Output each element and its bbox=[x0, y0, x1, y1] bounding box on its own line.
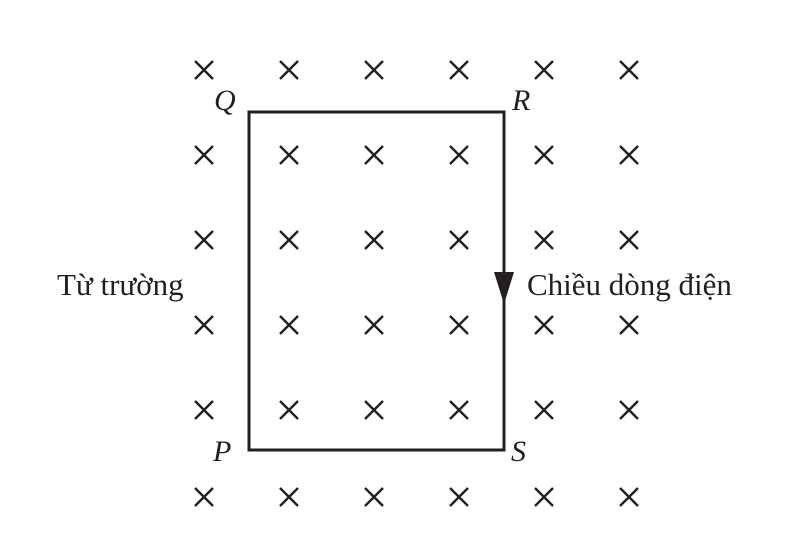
field-cross-icon bbox=[194, 230, 214, 250]
corner-label-s: S bbox=[511, 435, 526, 468]
field-cross-icon bbox=[449, 400, 469, 420]
field-cross-icon bbox=[534, 145, 554, 165]
field-cross-icon bbox=[619, 315, 639, 335]
field-cross-icon bbox=[279, 487, 299, 507]
corner-label-r: R bbox=[511, 84, 530, 117]
field-cross-icon bbox=[194, 487, 214, 507]
corner-label-p: P bbox=[212, 435, 231, 468]
field-cross-icon bbox=[364, 315, 384, 335]
field-cross-icon bbox=[364, 145, 384, 165]
field-cross-icon bbox=[449, 145, 469, 165]
field-cross-icon bbox=[449, 315, 469, 335]
field-cross-icon bbox=[449, 487, 469, 507]
field-cross-icon bbox=[364, 487, 384, 507]
field-cross-icon bbox=[449, 60, 469, 80]
field-cross-icon bbox=[619, 487, 639, 507]
field-cross-icon bbox=[534, 400, 554, 420]
field-cross-icon bbox=[619, 230, 639, 250]
field-cross-icon bbox=[194, 315, 214, 335]
field-cross-icon bbox=[279, 230, 299, 250]
field-cross-icon bbox=[534, 487, 554, 507]
magnetic-field-crosses bbox=[194, 60, 639, 507]
field-cross-icon bbox=[619, 145, 639, 165]
corner-label-q: Q bbox=[214, 84, 236, 117]
field-cross-icon bbox=[279, 60, 299, 80]
field-cross-icon bbox=[534, 230, 554, 250]
field-cross-icon bbox=[279, 145, 299, 165]
field-cross-icon bbox=[194, 400, 214, 420]
field-cross-icon bbox=[364, 400, 384, 420]
field-label: Từ trường bbox=[57, 267, 184, 302]
field-cross-icon bbox=[534, 60, 554, 80]
field-cross-icon bbox=[194, 145, 214, 165]
field-cross-icon bbox=[364, 230, 384, 250]
field-cross-icon bbox=[449, 230, 469, 250]
field-cross-icon bbox=[619, 400, 639, 420]
field-cross-icon bbox=[619, 60, 639, 80]
field-cross-icon bbox=[279, 400, 299, 420]
field-cross-icon bbox=[534, 315, 554, 335]
field-cross-icon bbox=[279, 315, 299, 335]
current-direction-label: Chiều dòng điện bbox=[527, 267, 732, 302]
field-cross-icon bbox=[364, 60, 384, 80]
field-cross-icon bbox=[194, 60, 214, 80]
current-direction-arrow-icon bbox=[494, 272, 514, 304]
